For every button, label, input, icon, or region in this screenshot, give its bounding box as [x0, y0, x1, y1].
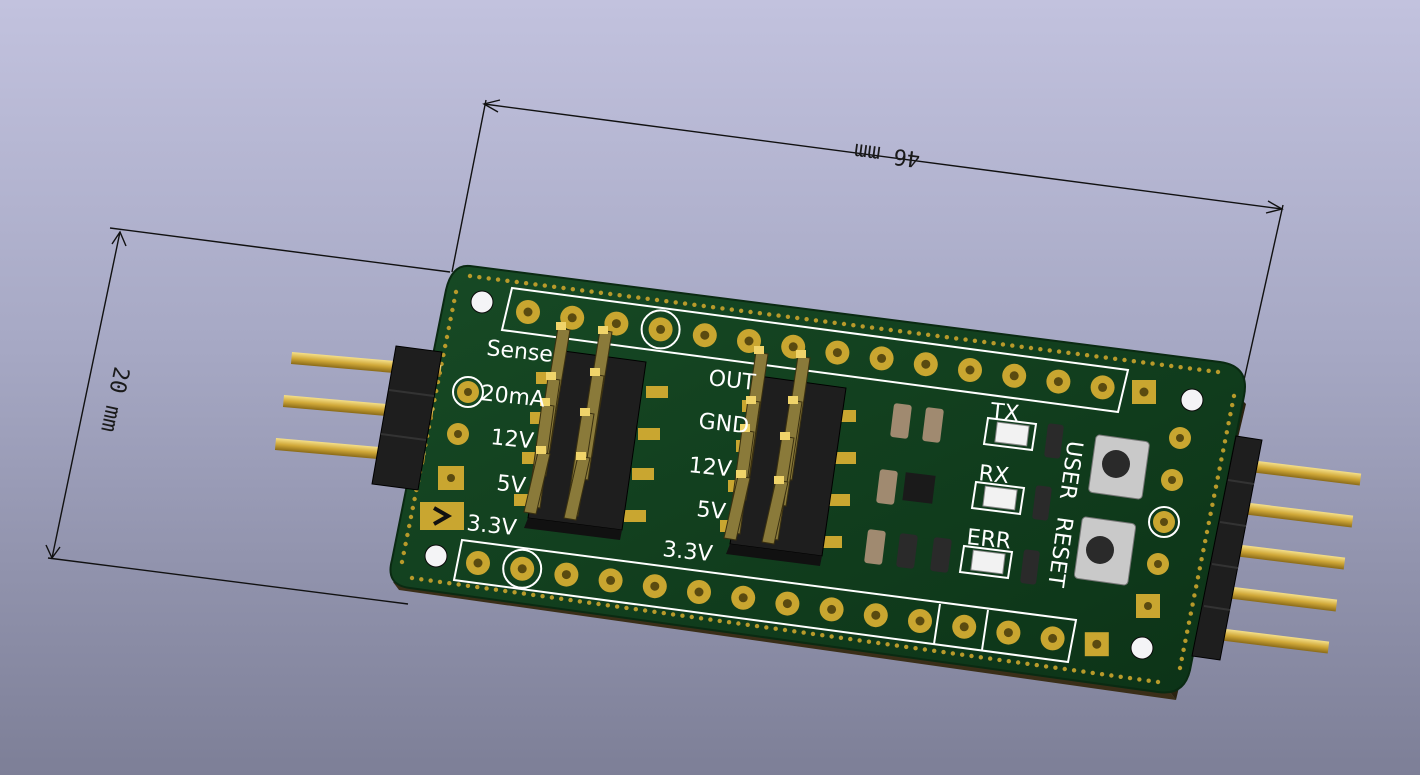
dimension-length-label: 46 mm — [853, 138, 922, 171]
user-button[interactable] — [1088, 434, 1150, 500]
right-pad-column — [1136, 427, 1191, 618]
left-pin-header — [274, 345, 443, 491]
smd-resistors — [864, 403, 1064, 585]
svg-text:3.3V: 3.3V — [465, 511, 517, 541]
dimension-width-label: 20 mm — [95, 364, 133, 434]
top-header-outline — [500, 286, 1130, 414]
svg-text:GND: GND — [697, 409, 750, 439]
svg-text:5V: 5V — [695, 497, 727, 525]
jumper-header-left — [514, 322, 668, 540]
dimension-length — [451, 99, 1284, 399]
bottom-pad-row — [466, 548, 1109, 657]
dimension-width — [45, 227, 451, 605]
svg-text:RX: RX — [977, 461, 1010, 489]
svg-text:12V: 12V — [489, 425, 534, 454]
svg-text:12V: 12V — [687, 453, 732, 482]
reset-button[interactable] — [1073, 516, 1137, 586]
svg-text:ERR: ERR — [965, 525, 1012, 555]
jumper-header-center — [720, 346, 856, 566]
silkscreen-center-labels: OUT GND 12V 5V 3.3V — [661, 366, 757, 567]
svg-text:OUT: OUT — [707, 366, 757, 396]
svg-text:TX: TX — [988, 399, 1020, 427]
svg-text:5V: 5V — [495, 471, 527, 499]
smd-ic — [902, 472, 936, 504]
status-leds: TX RX ERR — [958, 399, 1038, 580]
mounting-holes — [424, 290, 1204, 660]
right-pin-header — [1191, 435, 1362, 661]
svg-text:3.3V: 3.3V — [661, 537, 713, 567]
bottom-header-outline — [452, 538, 1078, 664]
left-pad-column — [420, 376, 484, 530]
